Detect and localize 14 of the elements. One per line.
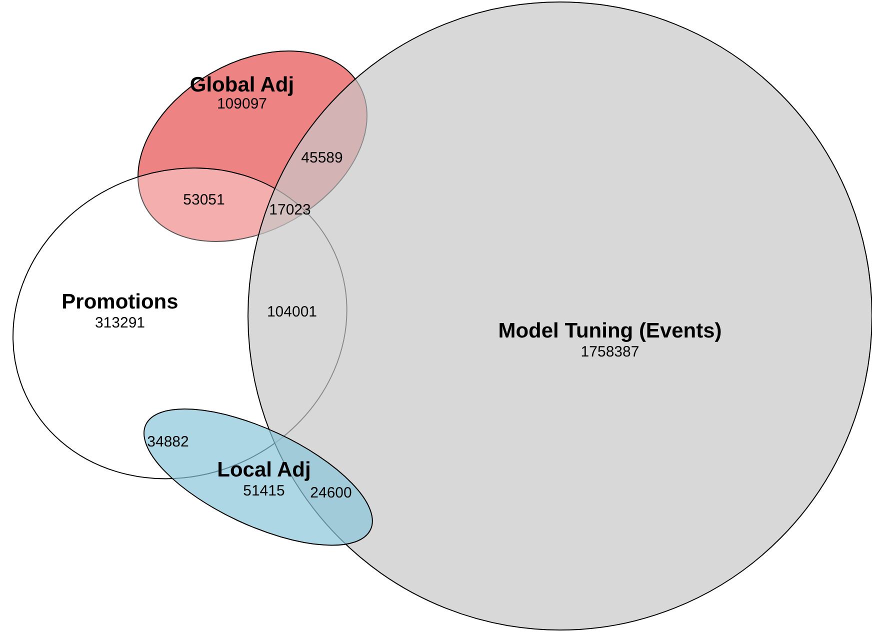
set-name: Local Adj xyxy=(217,459,311,480)
set-name: Promotions xyxy=(62,291,178,312)
set-count: 109097 xyxy=(216,96,268,112)
set-name: Global Adj xyxy=(190,74,294,96)
set-count: 313291 xyxy=(94,315,146,330)
set-name: Model Tuning (Events) xyxy=(498,320,722,342)
overlap-count: 17023 xyxy=(269,202,311,218)
overlap-count: 34882 xyxy=(147,434,189,450)
set-count: 51415 xyxy=(243,483,285,498)
overlap-count: 24600 xyxy=(310,486,352,500)
overlap-count: 104001 xyxy=(266,304,318,320)
overlap-count: 45589 xyxy=(301,150,343,166)
overlap-count: 53051 xyxy=(183,192,225,208)
set-count: 1758387 xyxy=(580,344,640,360)
